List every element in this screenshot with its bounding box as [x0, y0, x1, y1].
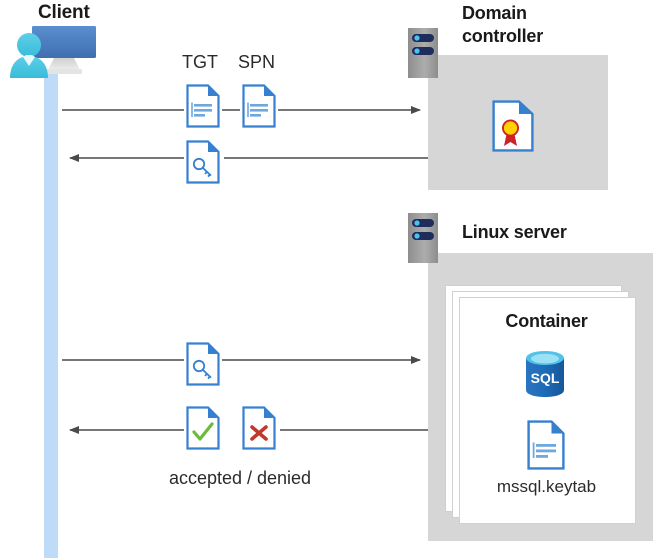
spn-label: SPN — [238, 52, 276, 72]
certificate-document-icon — [492, 100, 534, 152]
server-rack-icon-domain-controller — [408, 28, 438, 78]
client-workstation-user-icon — [10, 26, 96, 78]
linux-server-title: Linux server — [462, 222, 567, 242]
server-rack-icon-linux-server — [408, 213, 438, 263]
text-document-icon-tgt — [186, 84, 220, 128]
sql-database-icon: SQL — [526, 351, 564, 397]
key-document-icon-ticket — [186, 140, 220, 184]
client-lifeline — [44, 74, 58, 558]
tgt-label: TGT — [182, 52, 218, 72]
text-document-icon-spn — [242, 84, 276, 128]
domain-controller-title: Domain controller — [462, 2, 622, 48]
cross-document-icon-denied — [242, 406, 276, 450]
domain-controller-title-line2: controller — [462, 26, 544, 46]
key-document-icon-request — [186, 342, 220, 386]
sql-icon-label: SQL — [531, 370, 560, 386]
container-card-front — [459, 297, 636, 524]
domain-controller-title-line1: Domain — [462, 3, 527, 23]
keytab-label: mssql.keytab — [496, 477, 597, 496]
container-title: Container — [505, 311, 588, 331]
client-title: Client — [38, 2, 90, 23]
text-document-icon-keytab — [527, 420, 565, 470]
verdict-label: accepted / denied — [168, 468, 312, 488]
checkmark-document-icon-accepted — [186, 406, 220, 450]
